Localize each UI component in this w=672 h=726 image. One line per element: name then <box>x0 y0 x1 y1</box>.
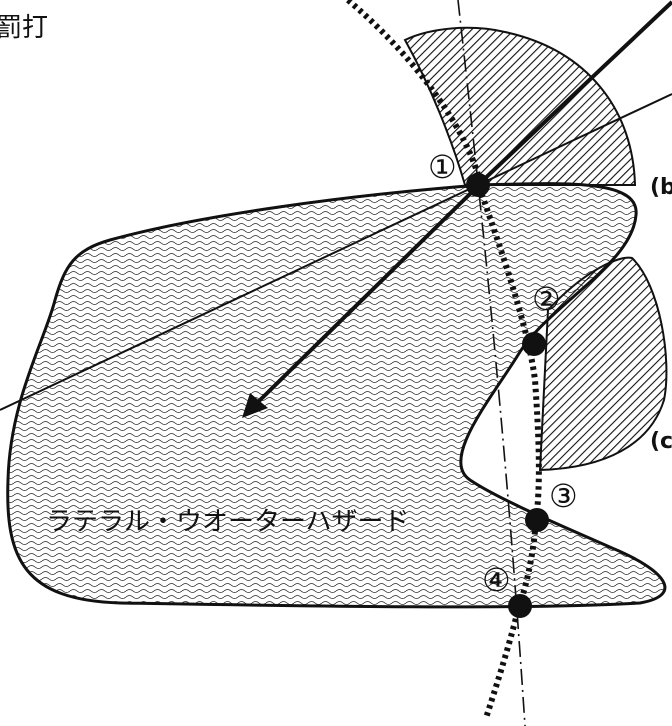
cut-label-b: (b <box>650 175 672 200</box>
cut-label-c: (c <box>650 429 672 454</box>
arrow-head <box>242 393 268 418</box>
relief-area-upper <box>403 26 637 186</box>
point-2-marker <box>522 332 546 356</box>
point-3-marker <box>525 508 549 532</box>
ball-line-right <box>477 93 672 186</box>
arrow-shaft <box>254 188 476 406</box>
point-1-marker <box>466 173 490 197</box>
point-2-label: ② <box>532 280 561 318</box>
ball-flight-dotted-line <box>346 0 542 719</box>
point-4-label: ④ <box>482 561 511 599</box>
point-4-marker <box>508 594 532 618</box>
ball-line-left <box>0 184 479 411</box>
point-1-label: ① <box>428 148 457 186</box>
point-3-label: ③ <box>549 477 578 515</box>
hazard-label: ラテラル・ウオーターハザード <box>46 507 409 537</box>
ball-line-upper <box>476 0 672 187</box>
corner-title: 罰打 <box>0 13 48 43</box>
